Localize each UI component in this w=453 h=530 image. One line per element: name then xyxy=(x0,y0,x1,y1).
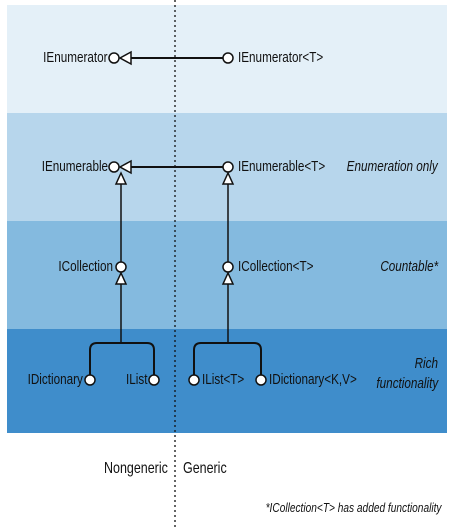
icollection-t-label: ICollection<T> xyxy=(238,258,314,275)
ilist-label: IList xyxy=(126,371,148,388)
countable-label: Countable* xyxy=(380,258,438,275)
ienumerator-label: IEnumerator xyxy=(43,49,108,66)
ienumerator-t-label: IEnumerator<T> xyxy=(238,49,324,66)
idictionary-kv-label: IDictionary<K,V> xyxy=(269,371,357,388)
enumeration-only-label: Enumeration only xyxy=(346,158,438,175)
ienumerable-link xyxy=(108,159,234,175)
ienumerable-label: IEnumerable xyxy=(41,158,108,175)
icollection-label: ICollection xyxy=(58,258,113,275)
idictionary-label: IDictionary xyxy=(27,371,83,388)
rich-label: Rich xyxy=(414,355,438,372)
band-rich-functionality xyxy=(7,329,447,433)
icollection-inherits-ienumerable xyxy=(114,171,128,273)
functionality-label: functionality xyxy=(376,375,438,392)
nongeneric-label: Nongeneric xyxy=(104,460,168,477)
ienumerator-link xyxy=(108,50,234,66)
nongeneric-rich-bracket xyxy=(84,271,160,386)
ilist-t-label: IList<T> xyxy=(202,371,245,388)
ienumerable-t-label: IEnumerable<T> xyxy=(238,158,326,175)
icollection-t-inherits-ienumerable-t xyxy=(221,171,235,273)
generic-rich-bracket xyxy=(188,271,267,386)
generic-label: Generic xyxy=(183,460,227,477)
footnote: *ICollection<T> has added functionality xyxy=(265,500,441,515)
